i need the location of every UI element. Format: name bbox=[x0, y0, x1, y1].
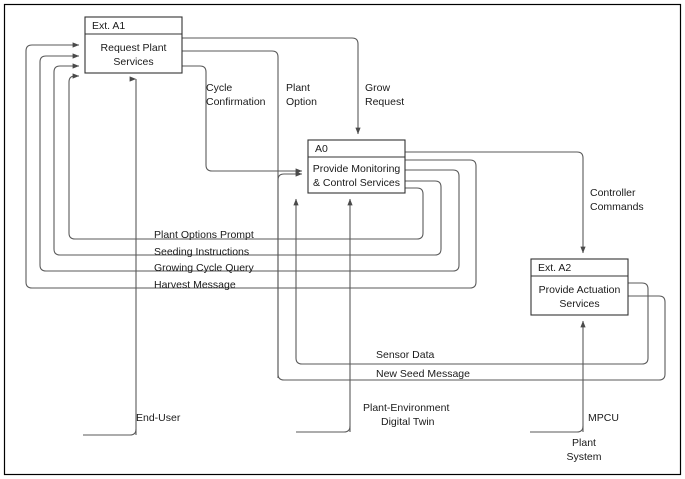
edge-plant-options-prompt bbox=[25, 42, 477, 289]
edge-plant-option bbox=[182, 50, 279, 378]
label-new-seed-message: New Seed Message bbox=[376, 368, 470, 380]
label-cycle-confirmation-line1: Cycle bbox=[206, 82, 232, 94]
node-ext-a1-tag: Ext. A1 bbox=[92, 20, 125, 32]
label-growing-cycle-query: Growing Cycle Query bbox=[154, 262, 255, 274]
label-plant-option-line2: Option bbox=[286, 96, 317, 108]
label-plant-environment-digital-twin-line1: Plant-Environment bbox=[363, 402, 449, 414]
edge-new-seed-message bbox=[277, 171, 666, 381]
label-plant-system-line2: System bbox=[566, 451, 601, 463]
node-a0-label-line2: & Control Services bbox=[313, 177, 400, 189]
connection-edges bbox=[25, 37, 666, 436]
node-a0[interactable]: A0 Provide Monitoring & Control Services bbox=[307, 139, 406, 194]
label-controller-commands-line2: Commands bbox=[590, 201, 644, 213]
edge-grow-request bbox=[182, 37, 361, 135]
label-seeding-instructions: Seeding Instructions bbox=[154, 246, 249, 258]
node-ext-a1-label-line1: Request Plant bbox=[101, 42, 167, 54]
edge-seeding-instructions bbox=[39, 53, 460, 272]
label-plant-option-line1: Plant bbox=[286, 82, 310, 94]
label-grow-request-line1: Grow bbox=[365, 82, 391, 94]
label-harvest-message: Harvest Message bbox=[154, 279, 236, 291]
edge-harvest-message bbox=[68, 73, 424, 240]
node-ext-a2-label-line2: Services bbox=[559, 298, 599, 310]
node-ext-a1[interactable]: Ext. A1 Request Plant Services bbox=[84, 16, 183, 74]
label-sensor-data: Sensor Data bbox=[376, 349, 435, 361]
label-controller-commands-line1: Controller bbox=[590, 187, 636, 199]
label-plant-environment-digital-twin-line2: Digital Twin bbox=[381, 416, 435, 428]
node-ext-a2-label-line1: Provide Actuation bbox=[539, 284, 621, 296]
node-ext-a1-label-line2: Services bbox=[113, 56, 153, 68]
node-a0-tag: A0 bbox=[315, 143, 328, 155]
edge-sensor-data bbox=[293, 198, 649, 365]
edge-plant-env-base bbox=[296, 425, 351, 433]
edge-controller-commands bbox=[405, 151, 586, 254]
label-grow-request-line2: Request bbox=[365, 96, 404, 108]
node-a0-label-line1: Provide Monitoring bbox=[313, 163, 401, 175]
edge-mpcu-base bbox=[530, 425, 584, 433]
node-ext-a2-tag: Ext. A2 bbox=[538, 262, 571, 274]
node-ext-a2[interactable]: Ext. A2 Provide Actuation Services bbox=[530, 258, 629, 316]
label-mpcu: MPCU bbox=[588, 412, 619, 424]
label-plant-options-prompt: Plant Options Prompt bbox=[154, 229, 254, 241]
edge-growing-cycle-query bbox=[53, 63, 442, 256]
diagram-border bbox=[3, 3, 682, 476]
edge-cycle-confirmation bbox=[182, 65, 303, 174]
label-cycle-confirmation-line2: Confirmation bbox=[206, 96, 266, 108]
label-plant-system-line1: Plant bbox=[572, 437, 596, 449]
label-end-user: End-User bbox=[136, 412, 181, 424]
edge-label-group: Cycle Confirmation Plant Option Grow Req… bbox=[136, 82, 644, 463]
edge-end-user-base bbox=[83, 428, 137, 436]
